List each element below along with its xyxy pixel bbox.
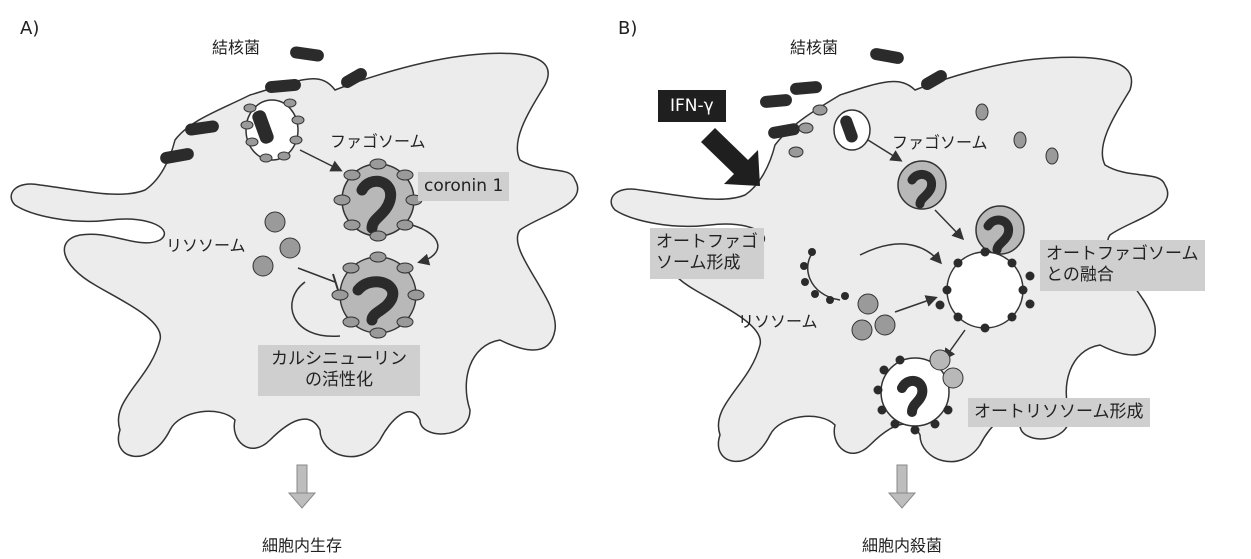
lysosome-label-b: リソソーム: [738, 312, 818, 331]
lysosome: [858, 294, 878, 314]
bacteria-label-a: 結核菌: [212, 38, 260, 57]
bacterium: [869, 47, 905, 65]
ifn-gamma-label: IFN-γ: [658, 90, 726, 122]
bacterium: [289, 46, 324, 63]
ifn-arrow: [701, 128, 760, 186]
bacterium: [790, 81, 823, 96]
phagosome-a-2: [332, 252, 424, 338]
lysosome: [875, 315, 895, 335]
outcome-arrow-b: [889, 465, 915, 508]
lysosome-label-a: リソソーム: [166, 236, 246, 255]
outcome-arrow-a: [289, 465, 315, 508]
phagosome-label-b: ファゴソーム: [892, 133, 988, 152]
autophagosome-formation-line-1: オートファゴ: [656, 232, 758, 253]
autophagosome-formation-label: オートファゴ ソーム形成: [650, 228, 764, 279]
fusion-label: オートファゴソーム との融合: [1040, 240, 1205, 291]
bacterium: [760, 94, 793, 109]
phagosome-a: [334, 159, 422, 241]
autophagosome-formation-line-2: ソーム形成: [656, 253, 758, 274]
calcineurin-label: カルシニューリン の活性化: [258, 345, 420, 396]
phagosome-label-a: ファゴソーム: [330, 132, 426, 151]
lysosome: [852, 320, 872, 340]
panel-b-tag: B): [618, 18, 637, 40]
panel-a: [11, 46, 578, 508]
panel-a-tag: A): [20, 18, 39, 40]
lysosome: [265, 212, 285, 232]
outcome-label-b: 細胞内殺菌: [862, 532, 942, 556]
coronin-label: coronin 1: [418, 172, 509, 201]
fusion-line-1: オートファゴソーム: [1046, 244, 1199, 265]
bacteria-label-b: 結核菌: [790, 38, 838, 57]
lysosome: [253, 256, 273, 276]
calcineurin-line-2: の活性化: [264, 370, 414, 391]
lysosome: [280, 238, 300, 258]
autolysosome-label: オートリソソーム形成: [968, 398, 1150, 427]
outcome-label-a: 細胞内生存: [262, 532, 342, 556]
fusion-line-2: との融合: [1046, 265, 1199, 286]
calcineurin-line-1: カルシニューリン: [264, 349, 414, 370]
